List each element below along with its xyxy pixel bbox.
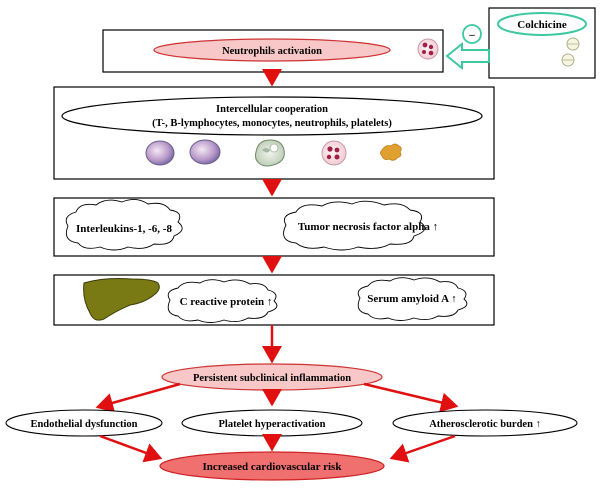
inhibit-arrow (445, 41, 490, 71)
endothelial-label: Endothelial dysfunction (30, 419, 137, 430)
step2-title: Intercellular cooperation (216, 104, 328, 115)
interleukins-cloud (65, 199, 183, 251)
neutrophils-ellipse (153, 38, 391, 62)
atherosclerotic-label: Atherosclerotic burden ↑ (429, 419, 541, 430)
colchicine-label: Colchicine (517, 19, 567, 31)
interleukins-label: Interleukins-1, -6, -8 (76, 223, 172, 235)
step2-subtitle: (T-, B-lymphocytes, monocytes, neutrophi… (152, 118, 392, 129)
tnf-cloud (283, 200, 426, 251)
svg-text:–: – (468, 29, 475, 41)
step2-box: Intercellular cooperation (T-, B-lymphoc… (53, 86, 495, 180)
colchicine-ellipse (497, 12, 587, 36)
arrow-5-left (95, 382, 181, 413)
tnf-label: Tumor necrosis factor alpha ↑ (298, 221, 438, 233)
liver-icon (83, 278, 160, 321)
neutrophil-icon (417, 38, 439, 60)
platelet-icon (380, 143, 402, 161)
arrow-right-final (389, 434, 456, 463)
neutrophil-icon-2 (321, 140, 347, 166)
cooperation-ellipse (61, 96, 483, 136)
endothelial-ellipse (5, 409, 163, 437)
crp-label: C reactive protein ↑ (180, 296, 273, 308)
colchicine-box: Colchicine (488, 7, 596, 79)
final-label: Increased cardiovascular risk (203, 461, 343, 473)
step1-box: Neutrophils activation (102, 29, 444, 73)
inhibit-symbol: – (462, 24, 482, 44)
saa-label: Serum amyloid A ↑ (367, 293, 457, 305)
step1-label: Neutrophils activation (222, 46, 322, 57)
atherosclerotic-ellipse (392, 409, 578, 437)
step3-box: Interleukins-1, -6, -8 Tumor necrosis fa… (53, 197, 495, 257)
saa-cloud (357, 277, 468, 321)
step4-box: C reactive protein ↑ Serum amyloid A ↑ (53, 274, 495, 326)
t-lymphocyte-icon (145, 140, 175, 166)
final-ellipse (159, 451, 385, 481)
monocyte-icon (255, 139, 285, 167)
inflammation-label: Persistent subclinical inflammation (193, 373, 351, 384)
platelet-label: Platelet hyperactivation (218, 419, 325, 430)
pill-icon (561, 37, 580, 67)
arrow-5-right (363, 382, 459, 413)
crp-cloud (167, 279, 278, 323)
arrow-left-final (99, 434, 163, 463)
b-lymphocyte-icon (189, 139, 221, 165)
